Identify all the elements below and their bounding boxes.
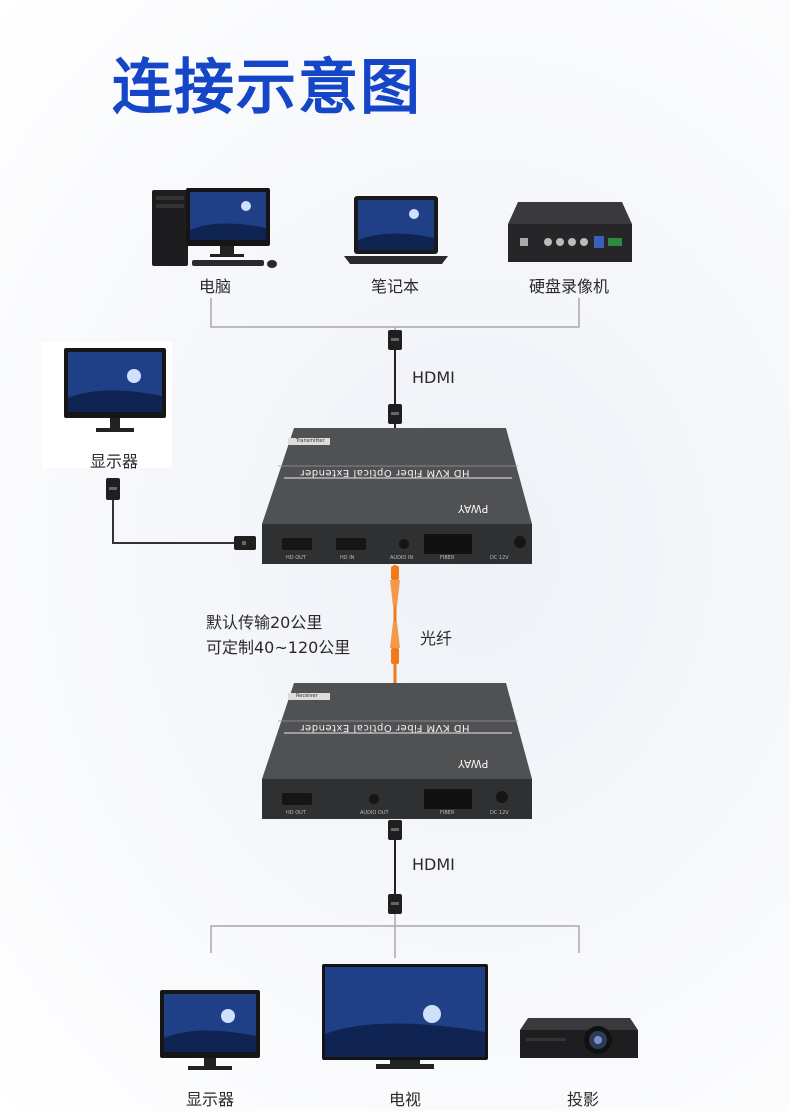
receiver-device xyxy=(262,683,532,819)
receiver-product-name: HD KVM Fiber Optical Extender xyxy=(300,722,470,733)
hdmi-connector-icon xyxy=(388,330,402,350)
distance-custom: 可定制40~120公里 xyxy=(206,638,351,657)
desktop-computer-icon xyxy=(152,188,277,268)
monitor-icon xyxy=(160,990,260,1070)
transmitter-port-label: FIBER xyxy=(440,555,455,561)
hdmi-label: HDMI xyxy=(412,855,455,874)
label-local-monitor: 显示器 xyxy=(89,452,139,471)
fiber-connector-icon xyxy=(390,566,400,606)
transmitter-tag: Transmitter xyxy=(296,438,325,444)
hdmi-connector-icon xyxy=(388,404,402,424)
transmitter-device xyxy=(262,428,532,564)
transmitter-port-label: HD IN xyxy=(340,555,355,561)
transmitter-brand: PWAY xyxy=(458,502,489,515)
hdmi-connector-icon xyxy=(388,894,402,914)
receiver-brand: PWAY xyxy=(458,757,489,770)
label-tv: 电视 xyxy=(388,1090,422,1109)
transmitter-port-label: AUDIO IN xyxy=(390,555,414,561)
hdmi-connector-icon xyxy=(388,820,402,840)
distance-default: 默认传输20公里 xyxy=(206,613,323,632)
fiber-label: 光纤 xyxy=(420,629,453,648)
hdmi-connector-icon xyxy=(106,478,120,500)
receiver-tag: Receiver xyxy=(296,693,318,699)
transmitter-product-name: HD KVM Fiber Optical Extender xyxy=(300,467,470,478)
monitor-icon xyxy=(64,348,166,432)
fiber-connector-icon xyxy=(390,622,400,664)
transmitter-port-label: HD OUT xyxy=(286,555,306,561)
receiver-port-label: DC 12V xyxy=(490,810,509,816)
laptop-icon xyxy=(344,196,448,264)
label-laptop: 笔记本 xyxy=(370,277,420,296)
transmitter-port-label: DC 12V xyxy=(490,555,509,561)
receiver-port-label: AUDIO OUT xyxy=(360,810,389,816)
label-projector: 投影 xyxy=(566,1090,600,1109)
hdmi-connector-icon xyxy=(234,536,256,550)
dvr-recorder-icon xyxy=(508,202,632,262)
projector-icon xyxy=(520,1018,638,1058)
label-output-monitor: 显示器 xyxy=(185,1090,235,1109)
label-dvr: 硬盘录像机 xyxy=(528,277,610,296)
receiver-port-label: FIBER xyxy=(440,810,455,816)
page-title: 连接示意图 xyxy=(112,53,422,123)
receiver-port-label: HD OUT xyxy=(286,810,306,816)
hdmi-label: HDMI xyxy=(412,368,455,387)
label-computer: 电脑 xyxy=(198,277,232,296)
tv-icon xyxy=(322,964,488,1069)
